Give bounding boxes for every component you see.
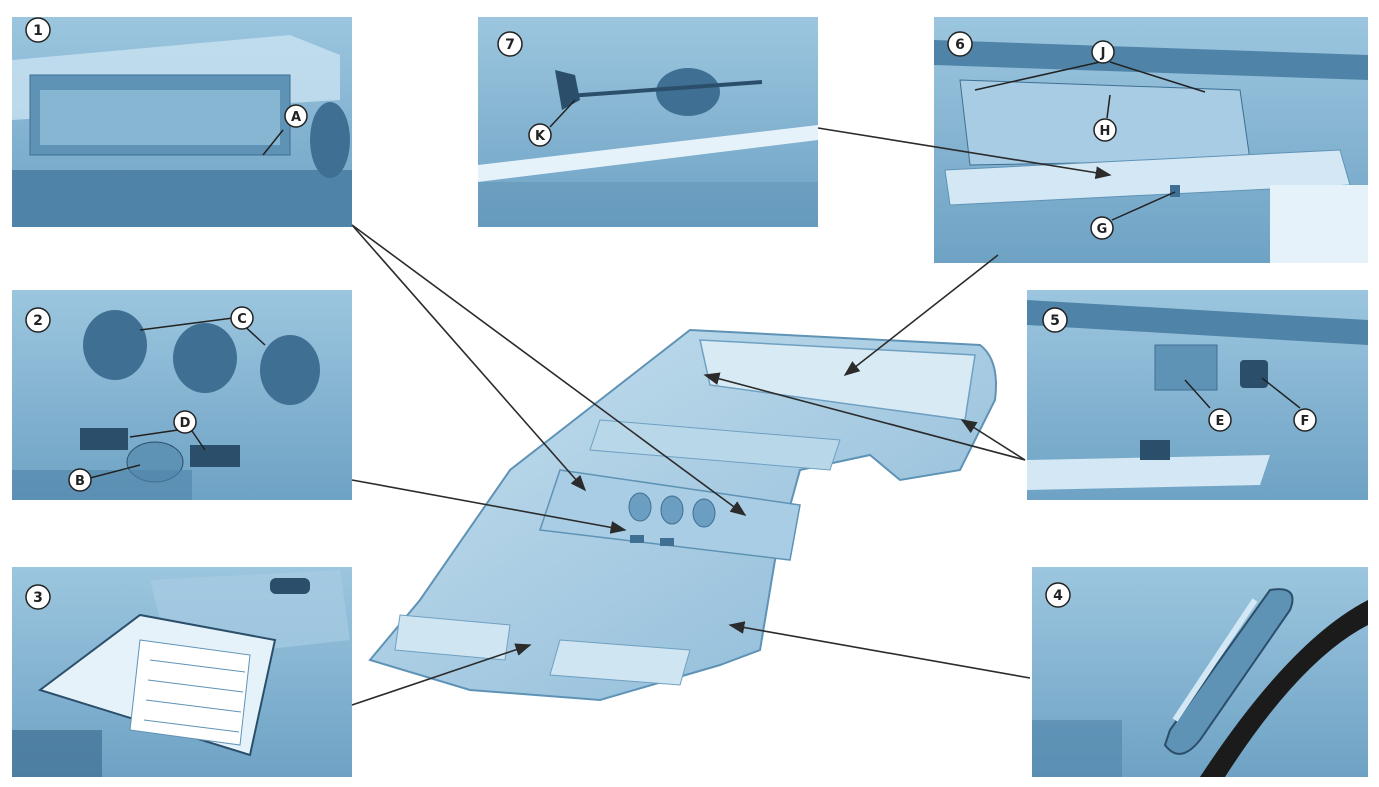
label-c-marker: C [231, 307, 253, 329]
panel-4: 4 [1032, 567, 1368, 777]
label-k-marker: K [529, 124, 551, 146]
label-d-marker: D [174, 411, 196, 433]
panel-3-number-marker: 3 [26, 585, 50, 609]
label-e-marker: E [1209, 409, 1231, 431]
label-e: E [1216, 414, 1225, 429]
panel-4-number: 4 [1053, 588, 1063, 604]
panel-6: 6 J H G [934, 17, 1368, 263]
arrow-panel-1-to-console-left [352, 225, 585, 490]
panel-2-number: 2 [33, 313, 43, 329]
panel-1: 1 A [12, 17, 352, 227]
label-a: A [291, 110, 301, 125]
label-j: J [1100, 46, 1106, 61]
label-b: B [75, 474, 85, 489]
label-a-marker: A [285, 105, 307, 127]
panel-7-number-marker: 7 [498, 32, 522, 56]
label-d: D [180, 416, 191, 431]
panel-5: 5 E F [1027, 290, 1368, 500]
overhead-console [370, 330, 996, 700]
label-g: G [1097, 222, 1108, 237]
panel-5-number: 5 [1050, 313, 1060, 329]
panel-6-number-marker: 6 [948, 32, 972, 56]
panel-6-number: 6 [955, 37, 965, 53]
label-h: H [1100, 124, 1111, 139]
label-c: C [237, 312, 247, 327]
label-j-marker: J [1092, 41, 1114, 63]
label-f-marker: F [1294, 409, 1316, 431]
panel-5-number-marker: 5 [1043, 308, 1067, 332]
panel-2: 2 C D B [12, 290, 352, 500]
label-f: F [1301, 414, 1310, 429]
arrow-panel-4-to-console [730, 625, 1030, 678]
panel-1-number: 1 [33, 23, 43, 39]
panel-7-number: 7 [505, 37, 515, 53]
label-b-marker: B [69, 469, 91, 491]
panel-1-number-marker: 1 [26, 18, 50, 42]
label-h-marker: H [1094, 119, 1116, 141]
panel-3: 3 [12, 567, 352, 777]
label-g-marker: G [1091, 217, 1113, 239]
panel-4-number-marker: 4 [1046, 583, 1070, 607]
panel-7: 7 K [478, 17, 818, 227]
label-k: K [535, 129, 546, 144]
panel-2-number-marker: 2 [26, 308, 50, 332]
panel-3-number: 3 [33, 590, 43, 606]
